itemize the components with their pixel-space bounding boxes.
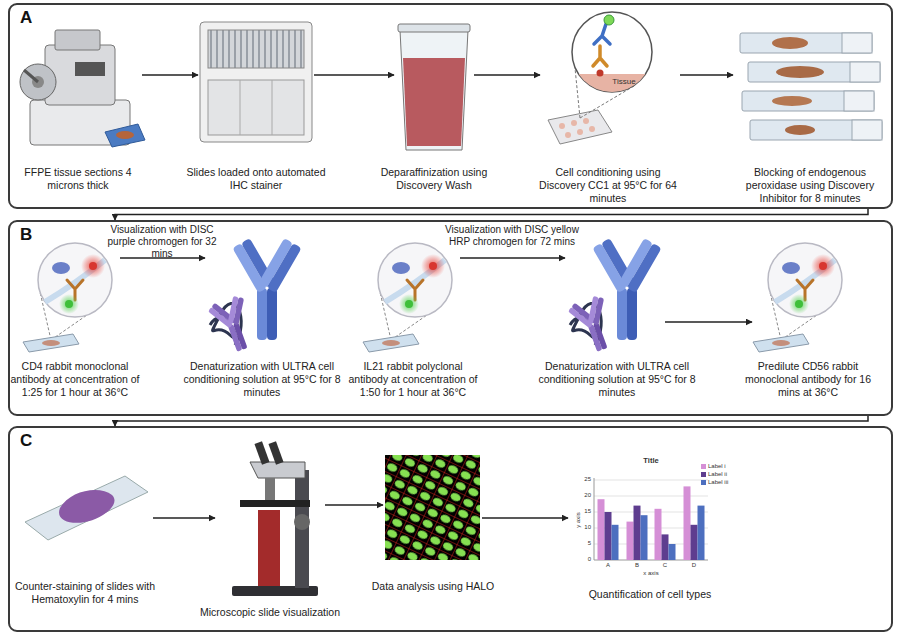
step-node: Denaturization with ULTRA cell condition… <box>565 228 665 348</box>
step-node: CD4 rabbit monoclonal antibody at concen… <box>20 236 120 352</box>
legend-swatch <box>701 464 706 469</box>
flow-arrow <box>460 257 565 259</box>
step-caption: Deparaffinization using Discovery Wash <box>364 166 504 192</box>
antibody-denaturation <box>206 238 302 356</box>
step-node: Counter-staining of slides with Hematoxy… <box>18 462 153 552</box>
edge-label: Visualization with DISC purple chromogen… <box>100 224 225 260</box>
step-caption: Slides loaded onto automated IHC stainer <box>181 166 331 192</box>
microtome <box>20 30 145 147</box>
chart-text: 5 <box>588 540 591 546</box>
step-caption: Counter-staining of slides with Hematoxy… <box>3 580 168 606</box>
chart-text: Tissue <box>612 78 635 86</box>
hematoxylin-slide <box>25 476 148 540</box>
flow-arrow <box>680 74 733 76</box>
chart-text: C <box>663 562 667 568</box>
flow-arrow <box>314 74 394 76</box>
step-caption: IL21 rabbit polyclonal antibody at conce… <box>343 360 483 398</box>
panel-letter: A <box>20 9 32 26</box>
flow-arrow <box>474 74 540 76</box>
step-caption: Microscopic slide visualization <box>185 606 355 619</box>
cell-zoom <box>363 243 452 352</box>
step-caption: Predilute CD56 rabbit monoclonal antibod… <box>733 360 883 398</box>
chart-text: x axis <box>643 570 658 576</box>
edge-label: Visualization with DISC yellow HRP chrom… <box>445 224 580 248</box>
chart-text: 25 <box>584 476 591 482</box>
chart-text: y axis <box>575 512 581 527</box>
step-caption: Quantification of cell types <box>570 588 730 601</box>
panel-band: AFFPE tissue sections 4 microns thickSli… <box>8 3 893 209</box>
step-node: Slides loaded onto automated IHC stainer <box>198 20 314 145</box>
chart-text: B <box>635 562 639 568</box>
step-caption: Data analysis using HALO <box>363 580 503 593</box>
panel-band: BCD4 rabbit monoclonal antibody at conce… <box>8 220 893 416</box>
legend-text: Label i <box>708 463 726 469</box>
halo-image <box>385 455 480 560</box>
legend-swatch <box>701 472 706 477</box>
step-node: IL21 rabbit polyclonal antibody at conce… <box>360 236 460 352</box>
cell-conditioning-illustration <box>548 12 652 144</box>
step-node: Denaturization with ULTRA cell condition… <box>205 228 305 348</box>
step-node: Data analysis using HALO <box>383 453 482 562</box>
legend-text: Label ii <box>708 471 727 477</box>
flow-arrow <box>115 209 868 220</box>
legend-swatch <box>701 480 706 485</box>
microscope <box>232 441 318 596</box>
wash-jar <box>398 24 470 150</box>
chart-text: 10 <box>584 524 591 530</box>
flow-arrow <box>665 321 752 323</box>
panel-band: C Counter-staining of slides with Hematox… <box>8 426 893 632</box>
cell-zoom <box>753 243 842 352</box>
chart-text: 0 <box>588 556 591 562</box>
step-caption: FFPE tissue sections 4 microns thick <box>16 166 141 192</box>
legend-text: Label iii <box>708 479 728 485</box>
bar-chart <box>594 478 708 560</box>
flow-arrow <box>115 416 868 426</box>
step-node: Predilute CD56 rabbit monoclonal antibod… <box>752 236 852 352</box>
stained-slides <box>740 33 882 140</box>
step-caption: Cell conditioning using Discovery CC1 at… <box>533 166 683 204</box>
panel-letter: C <box>20 432 32 449</box>
step-node: Quantification of cell types <box>568 455 732 579</box>
step-caption: Denaturization with ULTRA cell condition… <box>537 360 697 398</box>
cell-zoom <box>23 243 112 352</box>
chart-text: D <box>692 562 696 568</box>
step-node: Blocking of endogenous peroxidase using … <box>733 28 885 148</box>
chart-text: Title <box>643 457 658 465</box>
step-caption: Denaturization with ULTRA cell condition… <box>182 360 342 398</box>
step-caption: CD4 rabbit monoclonal antibody at concen… <box>5 360 145 398</box>
step-node: Microscopic slide visualization <box>215 440 325 600</box>
flow-arrow <box>325 504 383 506</box>
chart-text: A <box>606 562 610 568</box>
antibody-denaturation <box>566 238 662 356</box>
step-node: Cell conditioning using Discovery CC1 at… <box>540 10 680 150</box>
chart-text: 20 <box>584 492 591 498</box>
step-node: Deparaffinization using Discovery Wash <box>394 20 474 155</box>
chart-text: 15 <box>584 508 591 514</box>
step-node: FFPE tissue sections 4 microns thick <box>18 22 142 160</box>
automated-stainer <box>200 22 312 142</box>
step-caption: Blocking of endogenous peroxidase using … <box>728 166 893 204</box>
flow-arrow <box>482 517 568 519</box>
panel-letter: B <box>20 226 32 243</box>
flow-arrow <box>142 74 198 76</box>
flow-arrow <box>153 517 215 519</box>
